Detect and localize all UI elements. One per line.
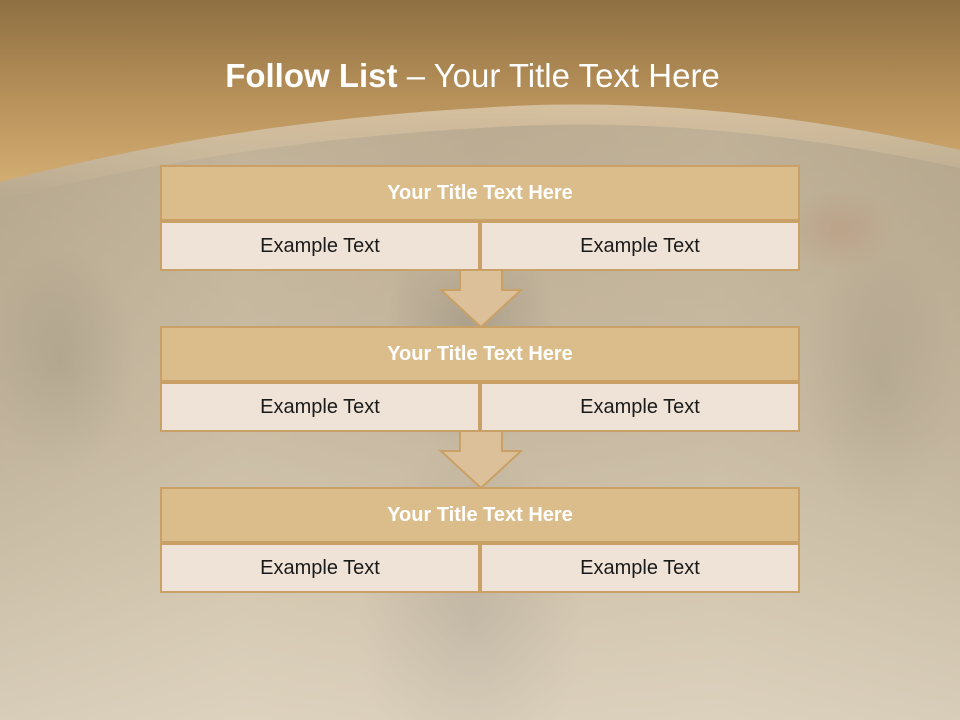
step-left-text: Example Text <box>160 382 480 432</box>
step-right-text: Example Text <box>480 221 800 271</box>
slide-title: Follow List – Your Title Text Here <box>0 54 945 98</box>
step-title: Your Title Text Here <box>160 326 800 382</box>
down-arrow-icon <box>438 430 524 490</box>
step-title: Your Title Text Here <box>160 165 800 221</box>
header-band <box>0 0 960 200</box>
slide-title-rest: – Your Title Text Here <box>397 57 720 94</box>
step-right-text: Example Text <box>480 382 800 432</box>
step-left-text: Example Text <box>160 543 480 593</box>
step-left-text: Example Text <box>160 221 480 271</box>
slide-title-bold: Follow List <box>225 57 398 94</box>
step-title: Your Title Text Here <box>160 487 800 543</box>
step-right-text: Example Text <box>480 543 800 593</box>
down-arrow-icon <box>438 269 524 329</box>
